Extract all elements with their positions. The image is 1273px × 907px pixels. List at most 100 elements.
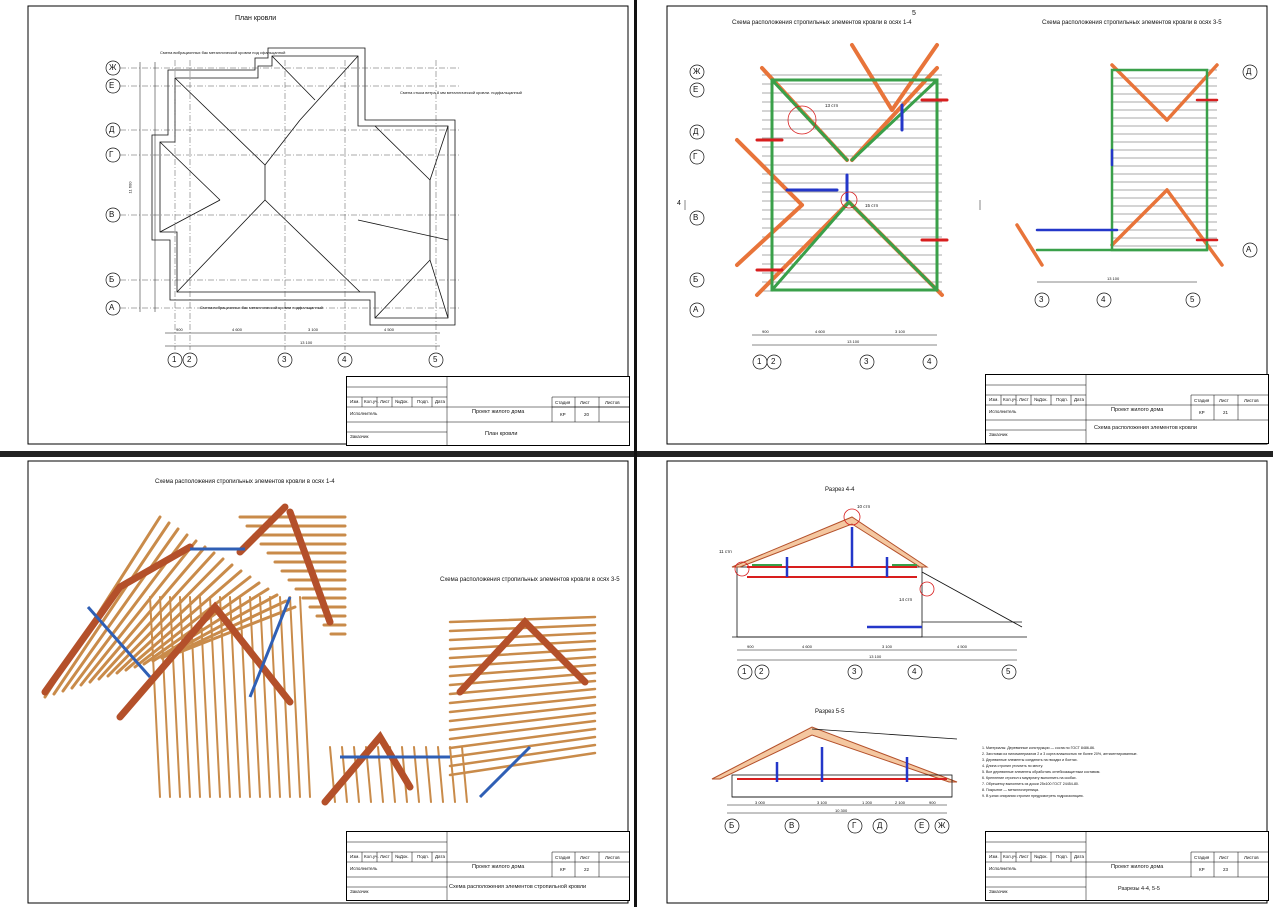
stamp-sheet-no: 23 — [1223, 867, 1229, 872]
stamp-col: Изм. — [989, 397, 999, 402]
axis-label: 4 — [912, 667, 917, 676]
axis-label: Д — [1246, 67, 1252, 76]
stamp-row: Заказчик — [350, 889, 369, 894]
stamp-col: Подп. — [1056, 854, 1068, 859]
axis-label: Д — [877, 821, 883, 830]
note-line: 6. Крепление стропил к мауэрлату выполни… — [982, 776, 1077, 780]
stamp-col: №Док. — [1034, 854, 1048, 859]
stamp-col: Подп. — [417, 399, 429, 404]
rafter-3d — [448, 639, 597, 651]
axis-label: 1 — [172, 355, 177, 364]
rafter-3d — [461, 746, 468, 803]
note-line: 9. В узлах опирания стропил предусмотрет… — [982, 794, 1084, 798]
stamp-header: Лист — [1219, 398, 1229, 403]
rafter-3d — [377, 746, 384, 803]
stamp-project: Проект жилого дома — [472, 864, 525, 870]
axis-label: В — [693, 213, 699, 222]
stamp-header: Листов — [605, 855, 620, 860]
stamp-col: №Док. — [395, 854, 409, 859]
stamp-sheet-name: Схема расположения элементов кровли — [1094, 425, 1197, 431]
rafter-3d — [448, 735, 597, 759]
3d-title-a: Схема расположения стропильных элементов… — [155, 479, 335, 485]
dimension: 3 000 — [755, 800, 766, 805]
stamp-sheet-name: Разрезы 4-4, 5-5 — [1118, 886, 1160, 892]
sheet-separator-vertical — [634, 0, 637, 907]
axis-label: 4 — [342, 355, 347, 364]
dimension: 3 100 — [882, 644, 893, 649]
rafter-3d — [219, 596, 231, 798]
axis-label: Е — [109, 81, 115, 90]
stamp-row: Исполнитель — [989, 866, 1017, 871]
dimension: 3 100 — [895, 329, 906, 334]
rafter-3d — [448, 615, 597, 624]
axis-label: 5 — [1190, 295, 1195, 304]
scheme-title-b: Схема расположения стропильных элементов… — [1042, 20, 1222, 26]
rafter-3d — [97, 551, 216, 681]
title-block-grid — [986, 832, 1268, 900]
stamp-col: Изм. — [350, 854, 360, 859]
rafter-3d — [448, 703, 597, 723]
axis-label: 5 — [433, 355, 438, 364]
axis-label: Б — [693, 275, 699, 284]
3d-title-b: Схема расположения стропильных элементов… — [440, 577, 620, 583]
stamp-row: Исполнитель — [350, 411, 378, 416]
stamp-sheet-no: 22 — [584, 867, 590, 872]
note-line: 1. Материалы: Деревянные конструкции — с… — [982, 746, 1096, 750]
callout: 13 стп — [825, 103, 839, 108]
stamp-col: Дата — [1074, 854, 1084, 859]
rafter-3d — [249, 596, 261, 798]
callout: 14 стп — [899, 597, 913, 602]
sections-drawing — [666, 460, 1268, 904]
rafter-3d — [199, 596, 211, 798]
axis-label: 3 — [282, 355, 287, 364]
rafter-3d — [448, 727, 597, 750]
stamp-col: Дата — [1074, 397, 1084, 402]
dimension: 13 100 — [1107, 276, 1120, 281]
rafter-3d — [413, 746, 420, 803]
stamp-row: Заказчик — [350, 434, 369, 439]
rafter-3d — [179, 596, 191, 798]
dimension: 11 600 — [127, 181, 133, 194]
axis-label: В — [789, 821, 795, 830]
axis-label: Б — [729, 821, 735, 830]
stamp-col: №Док. — [1034, 397, 1048, 402]
stamp-header: Лист — [580, 400, 590, 405]
stamp-header: Стадия — [1194, 398, 1210, 403]
rafter-3d — [52, 521, 171, 696]
rafter-3d — [269, 596, 281, 798]
stamp-header: Стадия — [1194, 855, 1210, 860]
axis-label: Д — [109, 125, 115, 134]
stamp-col: Изм. — [989, 854, 999, 859]
rafter-3d — [448, 711, 597, 732]
rafter-3d — [448, 647, 597, 660]
stamp-stage: КР — [560, 412, 566, 417]
dimension: 900 — [929, 800, 936, 805]
dimension: 4 500 — [384, 327, 395, 332]
axis-label: Б — [109, 275, 115, 284]
rafter-3d — [448, 751, 597, 777]
rafter-3d — [88, 545, 207, 684]
dimension: 900 — [762, 329, 769, 334]
dimension: 1 200 — [862, 800, 873, 805]
note-3: Смена вибрационных бак металлической кро… — [200, 305, 323, 310]
note-line: 2. Заготовки из пиломатериалов 2 и 3 сор… — [982, 752, 1138, 756]
rafter-3d — [437, 746, 444, 803]
axis-label: В — [109, 210, 115, 219]
sheet-roof-plan: План кровли Смена вибрационных бак метал… — [0, 0, 634, 451]
title-block-grid — [986, 375, 1268, 443]
axis-label: 2 — [759, 667, 764, 676]
stamp-project: Проект жилого дома — [1111, 864, 1164, 870]
rafter-3d — [449, 746, 456, 803]
rafter-3d — [239, 596, 251, 798]
section-title-b: Разрез 5-5 — [815, 709, 845, 715]
stamp-stage: КР — [1199, 410, 1205, 415]
rafter-scheme-drawing — [666, 5, 1268, 445]
stamp-sheet-name: Схема расположения элементов стропильной… — [449, 884, 587, 890]
stamp-header: Лист — [1219, 855, 1229, 860]
rafter-3d — [299, 596, 311, 798]
stamp-header: Листов — [1244, 855, 1259, 860]
stamp-col: Кол.уч. — [1003, 397, 1018, 402]
dimension: 4 600 — [815, 329, 826, 334]
stamp-header: Листов — [1244, 398, 1259, 403]
axis-label: 2 — [187, 355, 192, 364]
